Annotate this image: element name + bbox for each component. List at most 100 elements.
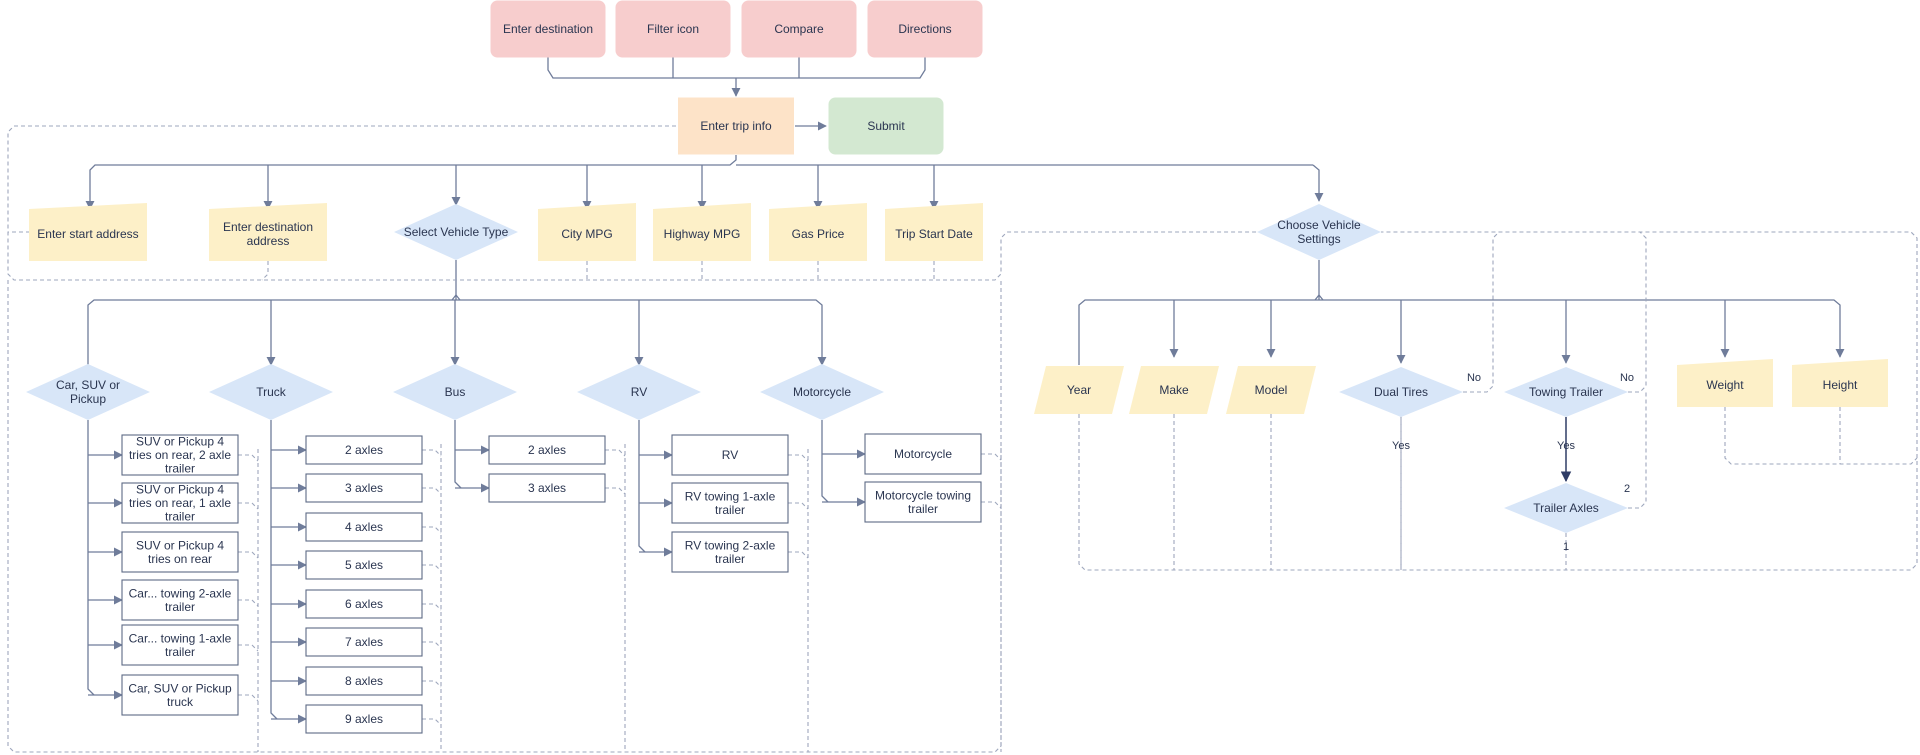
options-spine (821, 420, 829, 503)
vehicle-type-truckdecision-label: Truck (256, 385, 287, 399)
option-2-0[interactable]: 2 axles (488, 435, 606, 465)
option-1-1[interactable]: 3 axles (305, 473, 423, 503)
model-input[interactable]: Model (1226, 366, 1316, 414)
action-directionsbutton[interactable]: Directions (867, 0, 983, 58)
trailer-axles-one-label: 1 (1563, 541, 1569, 553)
option-4-0-label: Motorcycle (894, 447, 952, 461)
trip-info-box[interactable]: Enter trip info (678, 97, 794, 155)
action-filter-iconbutton-label: Filter icon (647, 22, 699, 36)
make-input-label: Make (1159, 383, 1189, 397)
option-return (422, 564, 442, 572)
vehicle-type-truckdecision[interactable]: Truck (209, 364, 333, 420)
destination-return (261, 261, 269, 281)
option-return (238, 599, 259, 607)
action-enter-destinationbutton[interactable]: Enter destination (490, 0, 606, 58)
towing-trailer-decision[interactable]: Towing Trailer (1504, 367, 1628, 417)
option-return (422, 718, 442, 726)
option-1-3-label: 5 axles (345, 558, 383, 572)
dual-tires-decision-label: Dual Tires (1374, 385, 1428, 399)
make-input[interactable]: Make (1129, 366, 1219, 414)
top-merge-line (547, 57, 926, 79)
trip-start-date-input[interactable]: Trip Start Date (885, 203, 983, 261)
gas-price-input-shape (769, 203, 867, 261)
gas-price-input[interactable]: Gas Price (769, 203, 867, 261)
option-1-0[interactable]: 2 axles (305, 435, 423, 465)
vehicle-type-busdecision[interactable]: Bus (393, 364, 517, 420)
option-return (422, 449, 442, 457)
option-return (788, 502, 809, 510)
model-input-label: Model (1255, 383, 1288, 397)
height-input[interactable]: Height (1792, 359, 1888, 407)
settings-loop (1078, 231, 1918, 571)
year-input-shape (1034, 366, 1124, 414)
vehicle-type-decision-label: Select Vehicle Type (404, 225, 509, 239)
gas-price-input-label: Gas Price (792, 227, 845, 241)
destination-address-input-shape (209, 203, 327, 261)
option-1-4[interactable]: 6 axles (305, 589, 423, 619)
towing-yes-label: Yes (1557, 440, 1575, 452)
dual-no-return (1463, 231, 1500, 393)
option-1-6[interactable]: 8 axles (305, 666, 423, 696)
highway-mpg-input[interactable]: Highway MPG (653, 203, 751, 261)
options-spine (87, 420, 95, 696)
option-return (238, 551, 259, 559)
option-return (422, 641, 442, 649)
vehicle-type-rvdecision-label: RV (631, 385, 647, 399)
vehicle-type-decision[interactable]: Select Vehicle Type (394, 204, 518, 260)
weight-input[interactable]: Weight (1677, 359, 1773, 407)
vehicle-type-truckdecision-shape (209, 364, 333, 420)
option-4-0[interactable]: Motorcycle (864, 433, 982, 475)
towing-no-return (1628, 231, 1647, 393)
action-directionsbutton-shape (867, 0, 983, 58)
option-1-7[interactable]: 9 axles (305, 704, 423, 734)
merge-caret (451, 293, 461, 301)
option-0-4-shape (121, 624, 239, 666)
year-input[interactable]: Year (1034, 366, 1124, 414)
start-address-input[interactable]: Enter start address (29, 203, 147, 261)
option-1-5[interactable]: 7 axles (305, 627, 423, 657)
option-return (238, 454, 259, 462)
vehicle-type-motorcycledecision[interactable]: Motorcycle (760, 364, 884, 420)
vehicle-type-busdecision-shape (393, 364, 517, 420)
option-return (981, 453, 1002, 461)
action-filter-iconbutton[interactable]: Filter icon (615, 0, 731, 58)
towing-trailer-decision-shape (1504, 367, 1628, 417)
submit-button-label: Submit (867, 119, 905, 133)
submit-button[interactable]: Submit (828, 97, 944, 155)
weight-return (1724, 407, 1918, 465)
option-1-2[interactable]: 4 axles (305, 512, 423, 542)
option-1-3[interactable]: 5 axles (305, 550, 423, 580)
vehicle-type-rvdecision[interactable]: RV (577, 364, 701, 420)
year-input-label: Year (1067, 383, 1091, 397)
option-1-6-shape (305, 666, 423, 696)
option-return (605, 449, 626, 457)
option-3-0[interactable]: RV (671, 434, 789, 476)
option-2-1[interactable]: 3 axles (488, 473, 606, 503)
option-4-0-shape (864, 433, 982, 475)
trailer-axles-decision[interactable]: Trailer Axles (1504, 483, 1628, 533)
city-mpg-input[interactable]: City MPG (538, 203, 636, 261)
option-2-1-label: 3 axles (528, 481, 566, 495)
option-return (788, 454, 809, 462)
action-comparebutton[interactable]: Compare (741, 0, 857, 58)
dual-tires-decision[interactable]: Dual Tires (1339, 367, 1463, 417)
option-return (238, 644, 259, 652)
option-1-4-label: 6 axles (345, 597, 383, 611)
